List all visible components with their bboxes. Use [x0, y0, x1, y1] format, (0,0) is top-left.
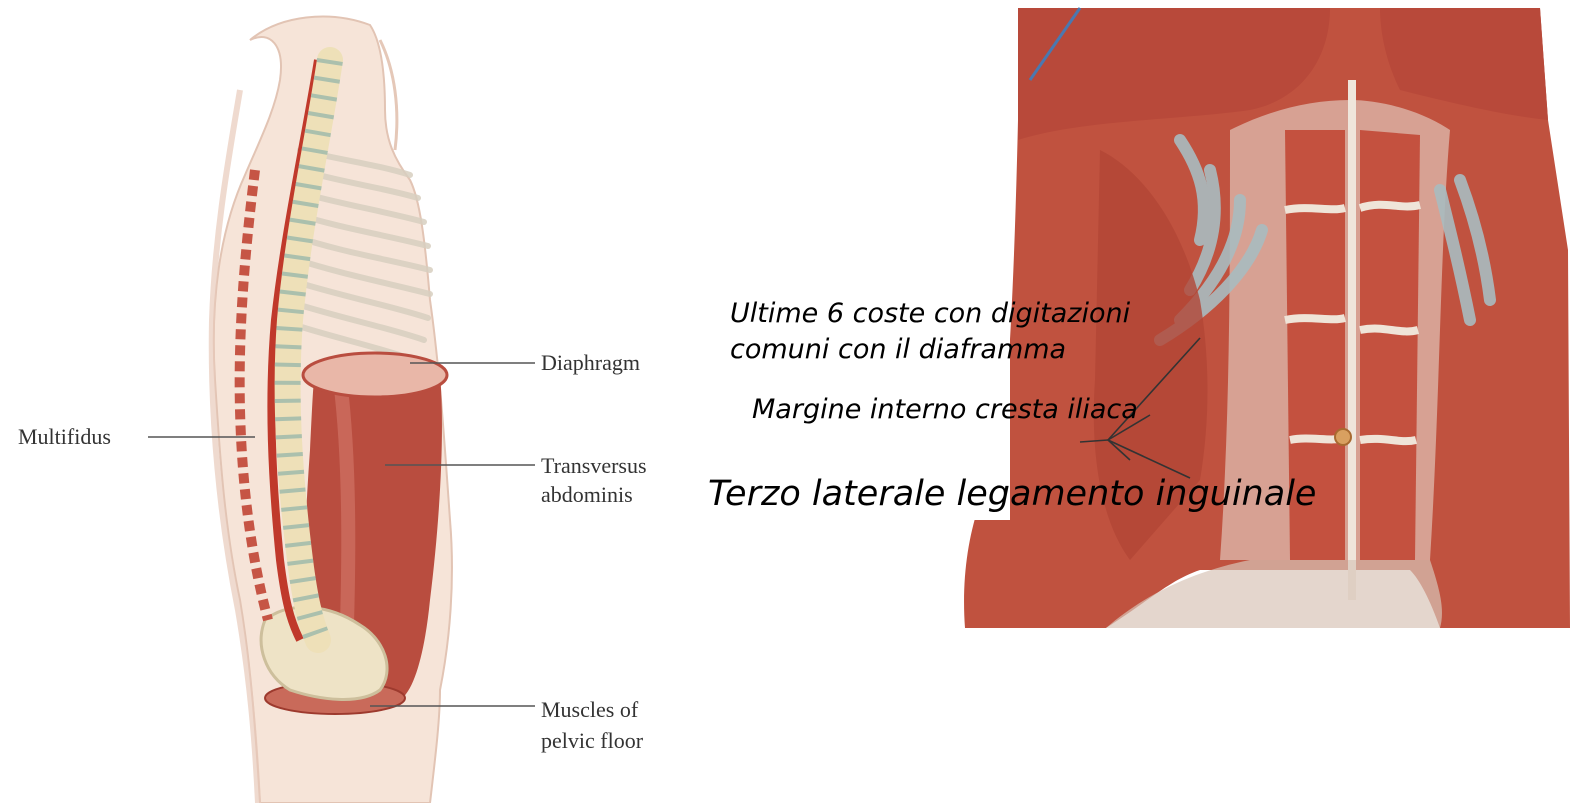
label-iliac: Margine interno cresta iliaca	[752, 394, 1138, 425]
label-ribs-line1: Ultime 6 coste con digitazioni	[730, 298, 1130, 329]
label-ribs-line2: comuni con il diaframma	[730, 334, 1066, 365]
umbilicus	[1335, 429, 1351, 445]
rectus-abdominis-right	[1360, 130, 1420, 560]
label-inguinal: Terzo laterale legamento inguinale	[708, 474, 1316, 514]
